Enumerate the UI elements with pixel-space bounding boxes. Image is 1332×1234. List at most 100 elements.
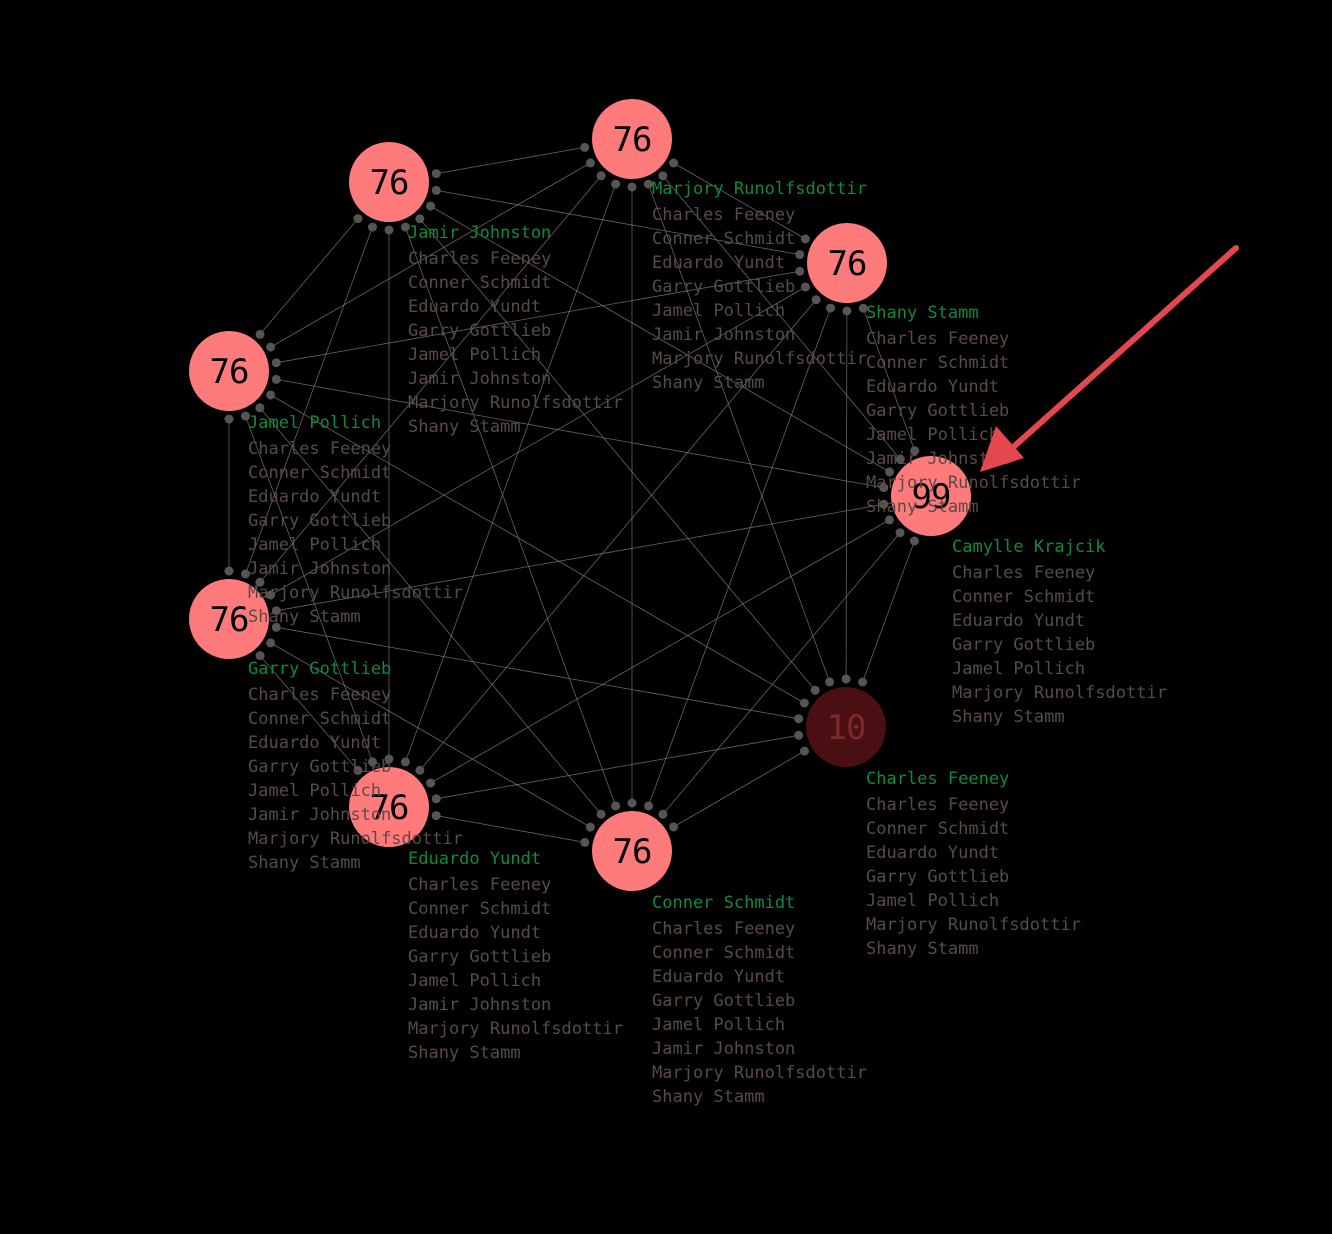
port-garry[interactable] [266,638,276,648]
port-jamel[interactable] [255,403,265,413]
node-jamir[interactable]: 76 [349,142,429,222]
port-eduardo[interactable] [353,765,363,775]
port-eduardo[interactable] [426,778,436,788]
port-shany[interactable] [811,295,821,305]
port-charles[interactable] [841,674,851,684]
port-garry[interactable] [241,569,250,579]
port-conner[interactable] [644,801,653,811]
port-garry[interactable] [255,577,265,587]
port-marjory[interactable] [643,179,653,189]
port-marjory[interactable] [627,182,637,192]
node-label-line: Charles Feeney [248,439,391,459]
node-circle[interactable] [592,811,672,891]
port-marjory[interactable] [585,158,595,168]
node-circle[interactable] [349,767,429,847]
port-charles[interactable] [799,698,809,708]
node-circle[interactable] [807,223,887,303]
node-label-line: Shany Stamm [248,853,361,873]
port-conner[interactable] [669,822,678,832]
port-jamir[interactable] [415,214,425,224]
port-shany[interactable] [795,250,805,260]
node-camylle[interactable]: 99 [891,456,971,536]
port-charles[interactable] [794,730,804,740]
port-charles[interactable] [858,677,868,687]
port-eduardo[interactable] [384,754,394,764]
port-shany[interactable] [795,266,805,276]
node-charles[interactable]: 10 [806,687,886,767]
port-marjory[interactable] [658,171,668,181]
port-shany[interactable] [842,306,852,316]
port-jamel[interactable] [224,414,234,424]
port-eduardo[interactable] [431,794,441,804]
port-jamir[interactable] [353,214,363,224]
port-camylle[interactable] [879,483,889,493]
node-conner[interactable]: 76 [592,811,672,891]
node-label-line: Garry Gottlieb [952,635,1095,655]
node-shany[interactable]: 76 [807,223,887,303]
node-circle[interactable] [189,579,269,659]
node-label-line: Garry Gottlieb [248,757,391,777]
port-jamir[interactable] [431,185,441,195]
port-camylle[interactable] [910,446,920,456]
port-garry[interactable] [255,651,265,661]
port-jamel[interactable] [271,374,281,384]
node-eduardo[interactable]: 76 [349,767,429,847]
port-conner[interactable] [596,809,606,819]
node-label-title: Garry Gottlieb [248,659,391,679]
port-jamir[interactable] [384,225,394,235]
port-shany[interactable] [800,282,810,292]
port-charles[interactable] [800,746,809,756]
node-circle[interactable] [806,687,886,767]
port-jamir[interactable] [368,222,377,232]
port-camylle[interactable] [909,536,919,546]
edge-camylle-conner [662,532,901,815]
port-eduardo[interactable] [400,757,410,767]
port-garry[interactable] [224,566,234,576]
port-jamel[interactable] [266,390,276,400]
port-conner[interactable] [585,822,595,832]
port-shany[interactable] [826,303,835,313]
port-marjory[interactable] [596,171,606,181]
port-jamir[interactable] [426,201,435,211]
node-circle[interactable] [189,331,269,411]
port-eduardo[interactable] [368,757,377,767]
port-jamel[interactable] [266,342,276,352]
port-charles[interactable] [794,714,804,724]
node-marjory[interactable]: 76 [592,99,672,179]
port-eduardo[interactable] [431,811,441,821]
port-camylle[interactable] [879,499,889,509]
node-circle[interactable] [891,456,971,536]
port-charles[interactable] [810,685,820,695]
port-marjory[interactable] [611,179,621,189]
port-marjory[interactable] [580,142,590,152]
port-conner[interactable] [580,837,590,847]
port-jamel[interactable] [271,358,281,368]
node-label-line: Marjory Runolfsdottir [248,583,463,603]
port-jamel[interactable] [241,411,250,421]
node-circle[interactable] [349,142,429,222]
port-garry[interactable] [271,622,281,632]
node-label-line: Jamir Johnston [408,995,551,1015]
port-conner[interactable] [658,809,668,819]
port-garry[interactable] [271,606,281,616]
port-shany[interactable] [858,303,868,313]
port-charles[interactable] [825,677,835,687]
node-label-line: Conner Schmidt [408,899,551,919]
port-conner[interactable] [627,798,637,808]
node-garry[interactable]: 76 [189,579,269,659]
node-circle[interactable] [592,99,672,179]
port-camylle[interactable] [895,454,905,464]
port-jamir[interactable] [431,169,441,179]
port-camylle[interactable] [895,528,905,538]
port-garry[interactable] [266,590,276,600]
port-conner[interactable] [611,801,621,811]
port-jamir[interactable] [400,222,410,232]
edge-shany-camylle [862,308,916,451]
port-marjory[interactable] [669,158,679,168]
node-jamel[interactable]: 76 [189,331,269,411]
port-camylle[interactable] [885,467,894,477]
port-camylle[interactable] [884,515,894,525]
port-eduardo[interactable] [415,765,425,775]
port-jamel[interactable] [255,329,265,339]
port-shany[interactable] [800,234,810,244]
